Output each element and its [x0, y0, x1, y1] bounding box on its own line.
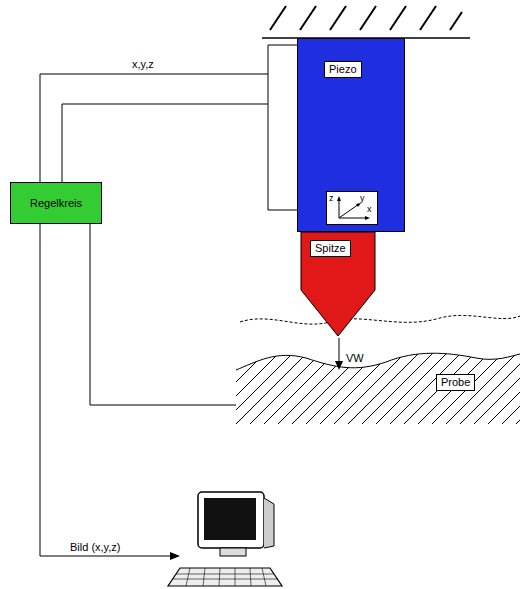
- distance-arrow: [335, 338, 343, 370]
- ceiling-mount: [262, 6, 470, 38]
- probe-tip: Spitze: [300, 232, 376, 336]
- node-label: Spitze: [310, 240, 351, 257]
- signal-label: Bild (x,y,z): [70, 541, 121, 554]
- control-wire: [62, 45, 297, 182]
- node-label: Piezo: [324, 61, 362, 78]
- sample: Probe: [236, 340, 520, 424]
- node-label: Regelkreis: [30, 197, 82, 210]
- computer-icon: [168, 492, 282, 586]
- axis-letter: y: [360, 193, 365, 203]
- distance-label: VW: [346, 352, 364, 365]
- control-loop-box: Regelkreis: [10, 182, 102, 224]
- node-label: Probe: [436, 374, 475, 391]
- image-wire: [40, 224, 180, 560]
- wire: [90, 224, 236, 405]
- sample-body: [236, 340, 520, 424]
- axis-letter: z: [329, 193, 334, 203]
- interaction-boundary: [240, 315, 520, 324]
- wire-label: x,y,z: [132, 58, 154, 71]
- axis-icon: z yx: [326, 191, 378, 225]
- axis-letter: x: [367, 204, 372, 214]
- piezo-actuator: Piezo z yx: [297, 38, 405, 232]
